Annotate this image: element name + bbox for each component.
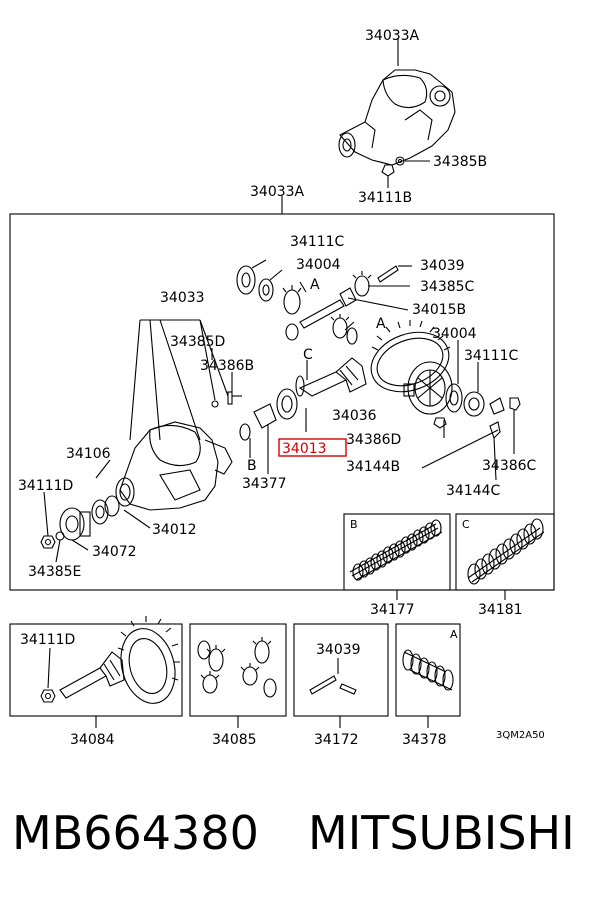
- shim-stack-c-icon: [467, 518, 545, 585]
- label-callout-a2: A: [376, 316, 386, 332]
- shim-stack-b-icon: [349, 519, 443, 581]
- label-callout-c: C: [303, 347, 313, 363]
- kit-pinion-nut-icon: [40, 689, 56, 703]
- companion-flange-icon: [59, 507, 91, 541]
- label-34378: 34378: [402, 732, 447, 748]
- label-34039: 34039: [420, 258, 465, 274]
- pinion-nut-icon: [40, 535, 56, 549]
- ring-gear-icon: [370, 320, 451, 393]
- spacer-bolt-icon: [433, 417, 447, 429]
- label-34386b: 34386B: [200, 358, 254, 374]
- kit-34085-frame: [189, 623, 287, 717]
- label-34106: 34106: [66, 446, 111, 462]
- seal-ring-icon: [104, 495, 120, 517]
- label-34377: 34377: [242, 476, 287, 492]
- bolt-c-icon: [489, 421, 501, 440]
- side-gear-right-icon: [352, 271, 372, 297]
- label-34072: 34072: [92, 544, 137, 560]
- kit-pin-icon: [309, 658, 357, 695]
- main-housing-icon: [115, 421, 233, 511]
- side-gear-small-icon: [285, 323, 299, 341]
- kit-pinion-icon: [59, 651, 125, 699]
- breather-bolt-icon: [227, 391, 242, 405]
- footer-brand-name: MITSUBISHI: [308, 806, 575, 860]
- diagram-labels: 34033A 34385B 34111B 34033A 34111C 34004…: [18, 28, 545, 748]
- kit-34172-frame: [293, 623, 389, 717]
- label-34177: 34177: [370, 602, 415, 618]
- washer-b-icon: [239, 423, 251, 441]
- side-gear-left-icon: [282, 285, 302, 315]
- bearing-icon: [276, 388, 298, 420]
- label-34111c-left: 34111C: [290, 234, 345, 250]
- bolt-c2-icon: [509, 397, 521, 426]
- label-34172: 34172: [314, 732, 359, 748]
- label-34385b: 34385B: [433, 154, 487, 170]
- label-34039-kit: 34039: [316, 642, 361, 658]
- highlight-box: [278, 438, 347, 457]
- label-34386d: 34386D: [346, 432, 401, 448]
- main-assembly-frame: [9, 196, 555, 591]
- label-callout-b: B: [247, 458, 257, 474]
- top-nut-icon: [381, 164, 395, 177]
- shim-c-icon: [295, 375, 305, 397]
- spring-pin-icon: [377, 265, 399, 283]
- top-axle-housing: [338, 69, 456, 166]
- label-34386c: 34386C: [482, 458, 537, 474]
- label-34111d: 34111D: [18, 478, 73, 494]
- label-34111b: 34111B: [358, 190, 412, 206]
- left-nut-icon: [258, 278, 274, 302]
- leader-lines-34033: [129, 319, 229, 441]
- label-callout-a1: A: [310, 277, 320, 293]
- label-34144b: 34144B: [346, 459, 400, 475]
- left-bearing-icon: [236, 265, 256, 295]
- pinion-shaft-icon: [299, 299, 345, 329]
- drive-pinion-icon: [298, 357, 367, 397]
- pinion-mate-icon: [330, 314, 350, 339]
- bolt-d-icon: [211, 400, 219, 408]
- label-34084: 34084: [70, 732, 115, 748]
- washer-e-icon: [55, 531, 65, 541]
- oil-seal-icon: [91, 499, 109, 525]
- label-34385c: 34385C: [420, 279, 475, 295]
- label-34033a-main: 34033A: [250, 184, 305, 200]
- label-34111c-right: 34111C: [464, 348, 519, 364]
- label-box-a: A: [450, 628, 458, 641]
- label-34111d-kit: 34111D: [20, 632, 75, 648]
- right-nut-icon: [463, 391, 485, 417]
- label-box-c: C: [462, 518, 470, 531]
- label-34033a-top: 34033A: [365, 28, 420, 44]
- diff-carrier-icon: [403, 361, 453, 415]
- lock-plate-icon: [489, 397, 505, 415]
- thrust-washer-icon: [346, 327, 358, 345]
- label-diagram-code: 3QM2A50: [496, 730, 545, 741]
- kit-diff-gears-icon: [197, 637, 277, 698]
- kit-ring-gear-icon: [117, 616, 180, 704]
- label-34004-right: 34004: [432, 326, 477, 342]
- footer-part-number: MB664380: [12, 806, 259, 860]
- label-34385e: 34385E: [28, 564, 81, 580]
- right-bearing-icon: [445, 383, 463, 413]
- label-34033: 34033: [160, 290, 205, 306]
- label-34013-highlight: 34013: [282, 441, 327, 457]
- label-box-b: B: [350, 518, 358, 531]
- label-34181: 34181: [478, 602, 523, 618]
- label-34012: 34012: [152, 522, 197, 538]
- label-34385d: 34385D: [170, 334, 225, 350]
- label-34144c: 34144C: [446, 483, 501, 499]
- collapsible-spacer-icon: [253, 403, 277, 429]
- top-washer-icon: [395, 156, 405, 166]
- label-34085: 34085: [212, 732, 257, 748]
- label-34036: 34036: [332, 408, 377, 424]
- kit-spring-icon: [402, 649, 454, 691]
- label-34015b: 34015B: [412, 302, 466, 318]
- label-34004-left: 34004: [296, 257, 341, 273]
